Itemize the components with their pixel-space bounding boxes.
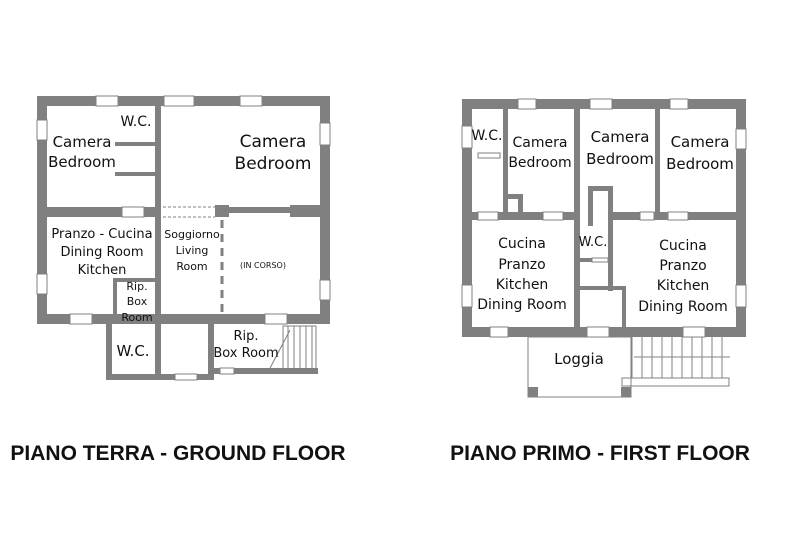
first-floor-title: PIANO PRIMO - FIRST FLOOR — [450, 442, 750, 465]
loggia-and-stairs — [527, 336, 730, 398]
first-floor-windows — [461, 98, 747, 338]
room-label: W.C. — [116, 342, 149, 360]
ground-floor-windows — [36, 95, 331, 381]
room-label: Loggia — [554, 350, 604, 368]
ground-floor-stairs — [267, 325, 317, 373]
ground-floor-title: PIANO TERRA - GROUND FLOOR — [10, 442, 345, 465]
room-label: W.C. — [472, 128, 503, 144]
room-label: W.C. — [121, 114, 152, 130]
room-label: (IN CORSO) — [240, 261, 286, 270]
room-label: Rip.Box Room — [213, 329, 278, 361]
room-label: W.C. — [579, 235, 608, 250]
